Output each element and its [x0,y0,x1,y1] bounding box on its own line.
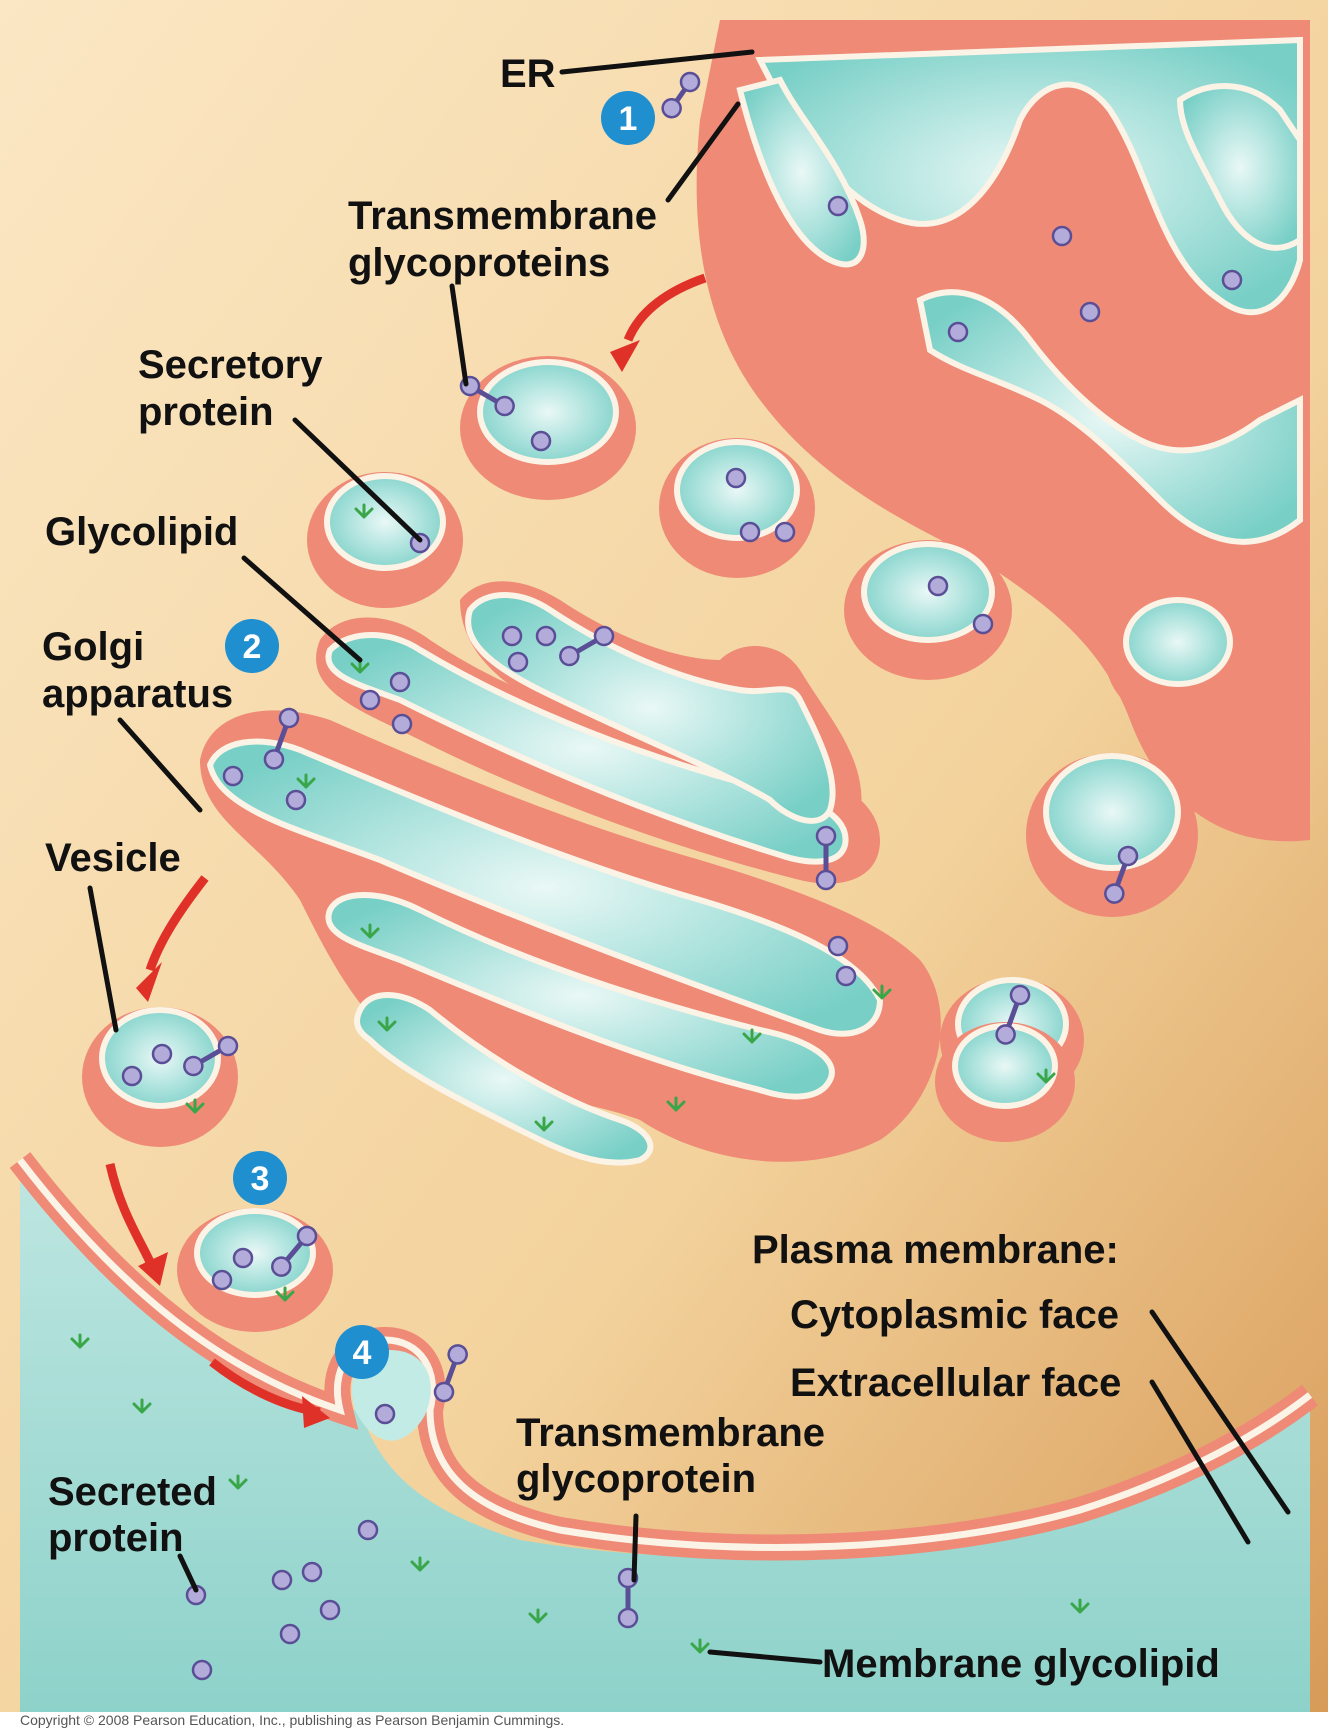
step-number-4: 4 [353,1334,372,1372]
label-secreted-protein-line2: protein [48,1516,184,1560]
label-plasma-membrane: Plasma membrane: [752,1228,1119,1272]
step-badge-1: 1 [601,91,655,145]
label-transmembrane-glycoproteins-line2: glycoproteins [348,241,610,285]
label-golgi-apparatus-line1: Golgi [42,625,144,669]
golgi-vesicle-right [935,1022,1075,1142]
step-number-2: 2 [243,628,262,666]
step-badge-3: 3 [233,1151,287,1205]
label-transmembrane-glycoprotein-line1: Transmembrane [516,1411,825,1455]
plasma-membrane [9,1152,1318,1561]
glycolipid-markers [70,503,1090,1654]
step-number-1: 1 [619,100,638,138]
label-secretory-protein-line2: protein [138,390,274,434]
label-er: ER [500,52,556,96]
label-vesicle: Vesicle [45,836,181,880]
label-secreted-protein-line1: Secreted [48,1470,217,1514]
copyright-text: Copyright © 2008 Pearson Education, Inc.… [20,1712,564,1728]
transmembrane-glycoprotein-markers [183,71,1139,1629]
er-vesicles [307,356,1250,1102]
pathway-arrows [105,273,707,1428]
secreted-proteins [185,1561,341,1681]
label-cytoplasmic-face: Cytoplasmic face [790,1293,1119,1337]
golgi-apparatus [200,581,941,1166]
step-number-3: 3 [251,1160,270,1198]
step-badge-2: 2 [225,619,279,673]
extracellular-space [20,1160,1310,1712]
vesicle-left [82,1007,238,1147]
leader-lines [87,49,1291,1665]
label-transmembrane-glycoprotein-line2: glycoprotein [516,1457,756,1501]
label-secretory-protein-line1: Secretory [138,343,323,387]
label-glycolipid: Glycolipid [45,510,238,554]
step-badge-4: 4 [335,1325,389,1379]
label-membrane-glycolipid: Membrane glycolipid [822,1642,1220,1686]
label-extracellular-face: Extracellular face [790,1361,1121,1405]
label-golgi-apparatus-line2: apparatus [42,672,233,716]
label-transmembrane-glycoproteins-line1: Transmembrane [348,194,657,238]
